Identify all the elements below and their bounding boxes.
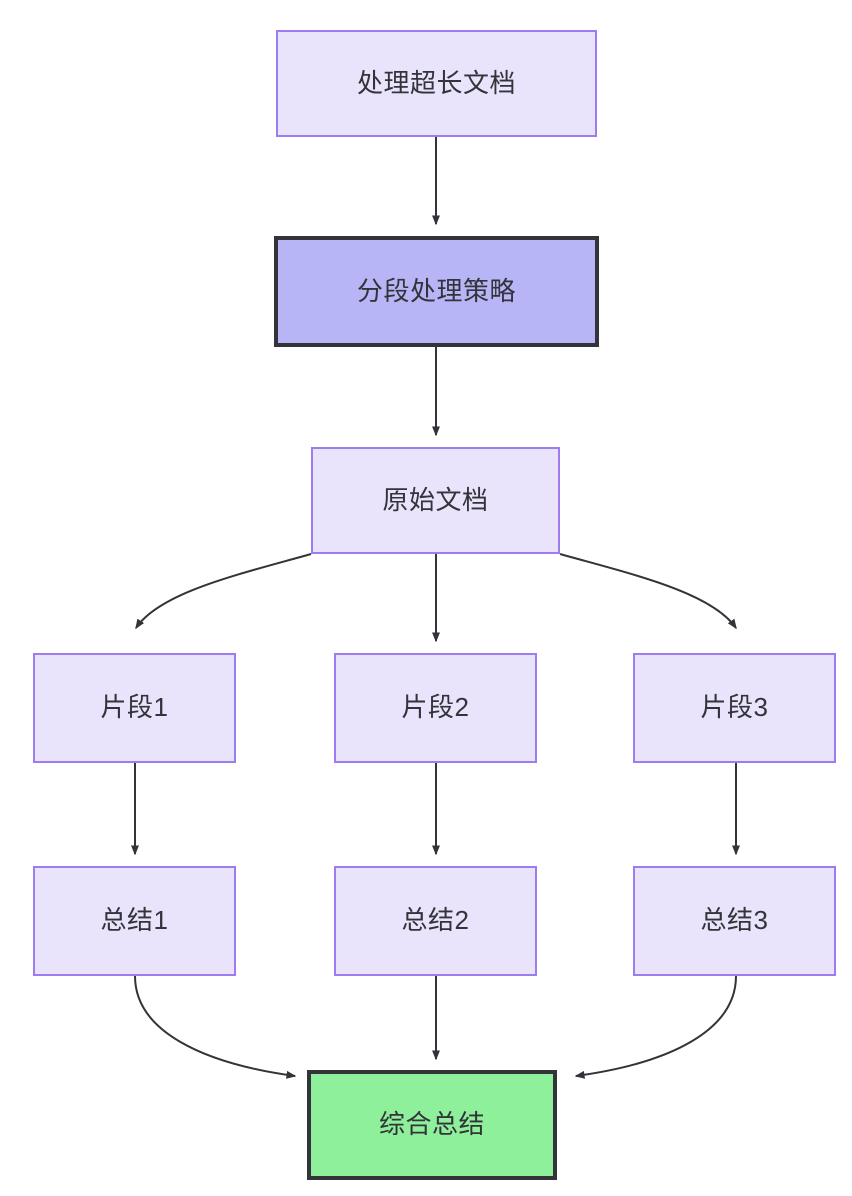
node-strategy[interactable]: 分段处理策略	[274, 236, 599, 347]
node-chunk-2-label: 片段2	[401, 692, 470, 723]
node-chunk-3[interactable]: 片段3	[633, 653, 836, 763]
node-final-summary-label: 综合总结	[378, 1109, 485, 1140]
edge-source-to-chunk1	[135, 553, 312, 630]
node-source-document[interactable]: 原始文档	[311, 447, 560, 554]
node-root-label: 处理超长文档	[356, 67, 516, 98]
node-summary-3[interactable]: 总结3	[633, 866, 836, 976]
node-chunk-1-label: 片段1	[100, 692, 169, 723]
node-root[interactable]: 处理超长文档	[276, 30, 597, 137]
node-strategy-label: 分段处理策略	[356, 275, 516, 306]
node-summary-1-label: 总结1	[100, 905, 169, 936]
node-chunk-2[interactable]: 片段2	[334, 653, 537, 763]
node-summary-2[interactable]: 总结2	[334, 866, 537, 976]
edge-summary1-to-final	[134, 975, 297, 1079]
node-chunk-1[interactable]: 片段1	[33, 653, 236, 763]
node-summary-2-label: 总结2	[401, 905, 470, 936]
edge-summary3-to-final	[574, 975, 737, 1079]
node-final-summary[interactable]: 综合总结	[307, 1070, 557, 1180]
node-chunk-3-label: 片段3	[700, 692, 769, 723]
edge-source-to-chunk3	[559, 553, 737, 630]
node-summary-1[interactable]: 总结1	[33, 866, 236, 976]
node-summary-3-label: 总结3	[700, 905, 769, 936]
node-source-document-label: 原始文档	[382, 484, 489, 515]
